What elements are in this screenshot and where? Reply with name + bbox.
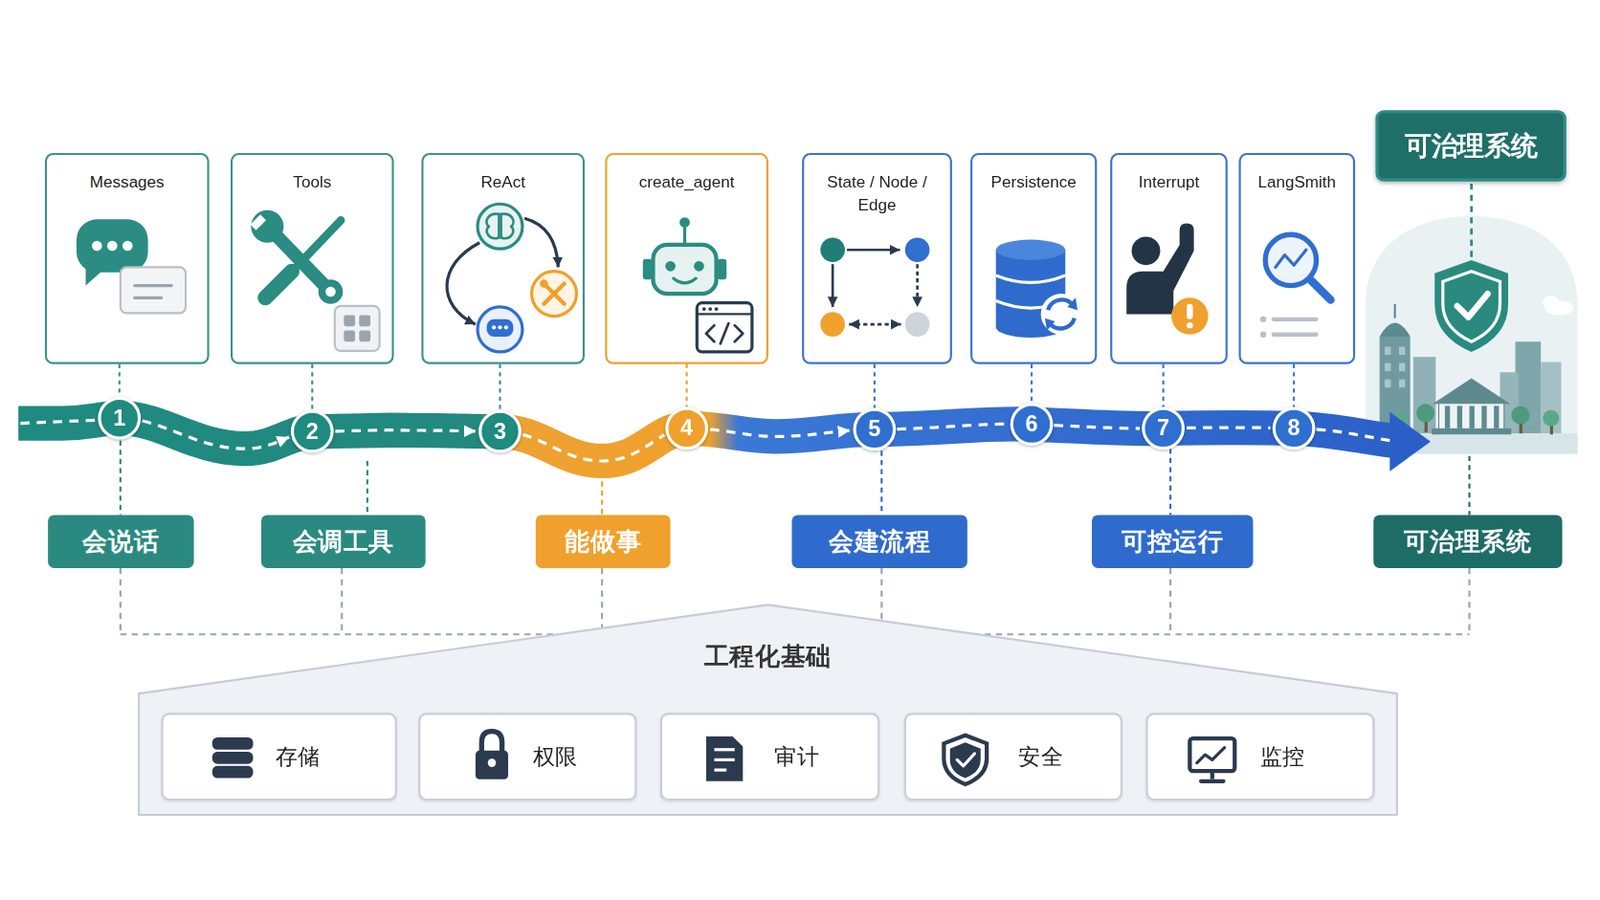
step-card: create_agent xyxy=(604,153,769,365)
road-connector xyxy=(710,429,850,437)
step-number: 4 xyxy=(665,406,709,450)
step-card: LangSmith xyxy=(1239,153,1356,365)
step-number-text: 7 xyxy=(1156,415,1170,443)
step-card: ReAct xyxy=(421,153,585,365)
stage-label: 可治理系统 xyxy=(1373,514,1562,568)
node-text: 可控运行 xyxy=(1121,525,1224,558)
step-number-text: 3 xyxy=(493,418,507,445)
step-card: Interrupt xyxy=(1110,153,1228,365)
step-card: Tools xyxy=(230,153,395,365)
road-connector xyxy=(1186,426,1270,431)
node-text: 会建流程 xyxy=(828,525,932,558)
node-text: Interrupt xyxy=(1120,171,1218,194)
leader-connector xyxy=(1292,364,1295,408)
step-number: 1 xyxy=(97,397,141,441)
leader-connector xyxy=(118,364,121,398)
step-card: Messages xyxy=(44,153,210,365)
step-number: 3 xyxy=(478,410,522,454)
road-connector xyxy=(334,430,476,432)
step-number-text: 2 xyxy=(306,418,319,445)
step-number: 6 xyxy=(1010,402,1054,446)
panel-shape xyxy=(138,604,1398,816)
step-number: 5 xyxy=(852,408,896,452)
node-text: LangSmith xyxy=(1248,171,1345,194)
leader-connector xyxy=(1162,364,1165,408)
leader-connector xyxy=(873,364,876,409)
node-text: 能做事 xyxy=(564,525,642,558)
node-text: State / Node / Edge xyxy=(812,171,942,216)
step-number: 8 xyxy=(1272,406,1316,450)
node-text: ReAct xyxy=(431,171,575,194)
road-connector xyxy=(522,434,665,462)
foundation-box: 权限 xyxy=(418,712,637,801)
node-text: 工程化基础 xyxy=(137,641,1399,674)
leader-connector xyxy=(311,364,313,411)
step-number-text: 6 xyxy=(1025,411,1039,439)
stage-label: 会调工具 xyxy=(261,514,426,568)
node-text: 可治理系统 xyxy=(1404,128,1538,164)
foundation-box: 监控 xyxy=(1145,712,1375,801)
road-connector xyxy=(1054,425,1140,429)
leader-connector xyxy=(498,364,501,411)
stage-label: 会说话 xyxy=(47,514,194,568)
step-number: 7 xyxy=(1141,406,1185,450)
foundation-box: 安全 xyxy=(904,712,1123,801)
step-card: State / Node / Edge xyxy=(801,153,953,365)
leader-connector xyxy=(686,364,689,408)
step-number-text: 4 xyxy=(680,415,693,443)
step-number-text: 5 xyxy=(867,416,881,444)
node-text: 会说话 xyxy=(82,525,159,558)
node-text: Tools xyxy=(241,171,384,194)
step-number-text: 1 xyxy=(112,404,126,432)
step-card: Persistence xyxy=(970,153,1097,365)
road xyxy=(18,412,1431,472)
node-text: 权限 xyxy=(533,741,578,773)
leader-connector xyxy=(1030,364,1033,404)
node-text: 会调工具 xyxy=(292,525,396,558)
node-text: 安全 xyxy=(1018,741,1064,773)
city-illustration xyxy=(1365,183,1578,455)
goal-box: 可治理系统 xyxy=(1375,110,1566,182)
stage-label: 能做事 xyxy=(535,514,671,568)
stage-label: 可控运行 xyxy=(1091,514,1253,568)
node-text: 监控 xyxy=(1260,741,1306,773)
foundation-panel: 工程化基础存储 权限 审计 安全 监控 xyxy=(137,603,1399,817)
node-text: Persistence xyxy=(980,171,1088,194)
node-text: create_agent xyxy=(615,171,758,194)
node-text: Messages xyxy=(55,171,200,194)
road-connector xyxy=(896,423,1007,429)
foundation-box: 存储 xyxy=(160,712,397,801)
step-number: 2 xyxy=(290,410,334,454)
step-number-text: 8 xyxy=(1288,415,1301,443)
stage-label: 会建流程 xyxy=(791,514,967,568)
road-connector xyxy=(142,421,289,449)
foundation-box: 审计 xyxy=(660,712,880,801)
node-text: 存储 xyxy=(275,741,321,773)
node-text: 可治理系统 xyxy=(1403,525,1532,558)
node-text: 审计 xyxy=(774,741,820,773)
